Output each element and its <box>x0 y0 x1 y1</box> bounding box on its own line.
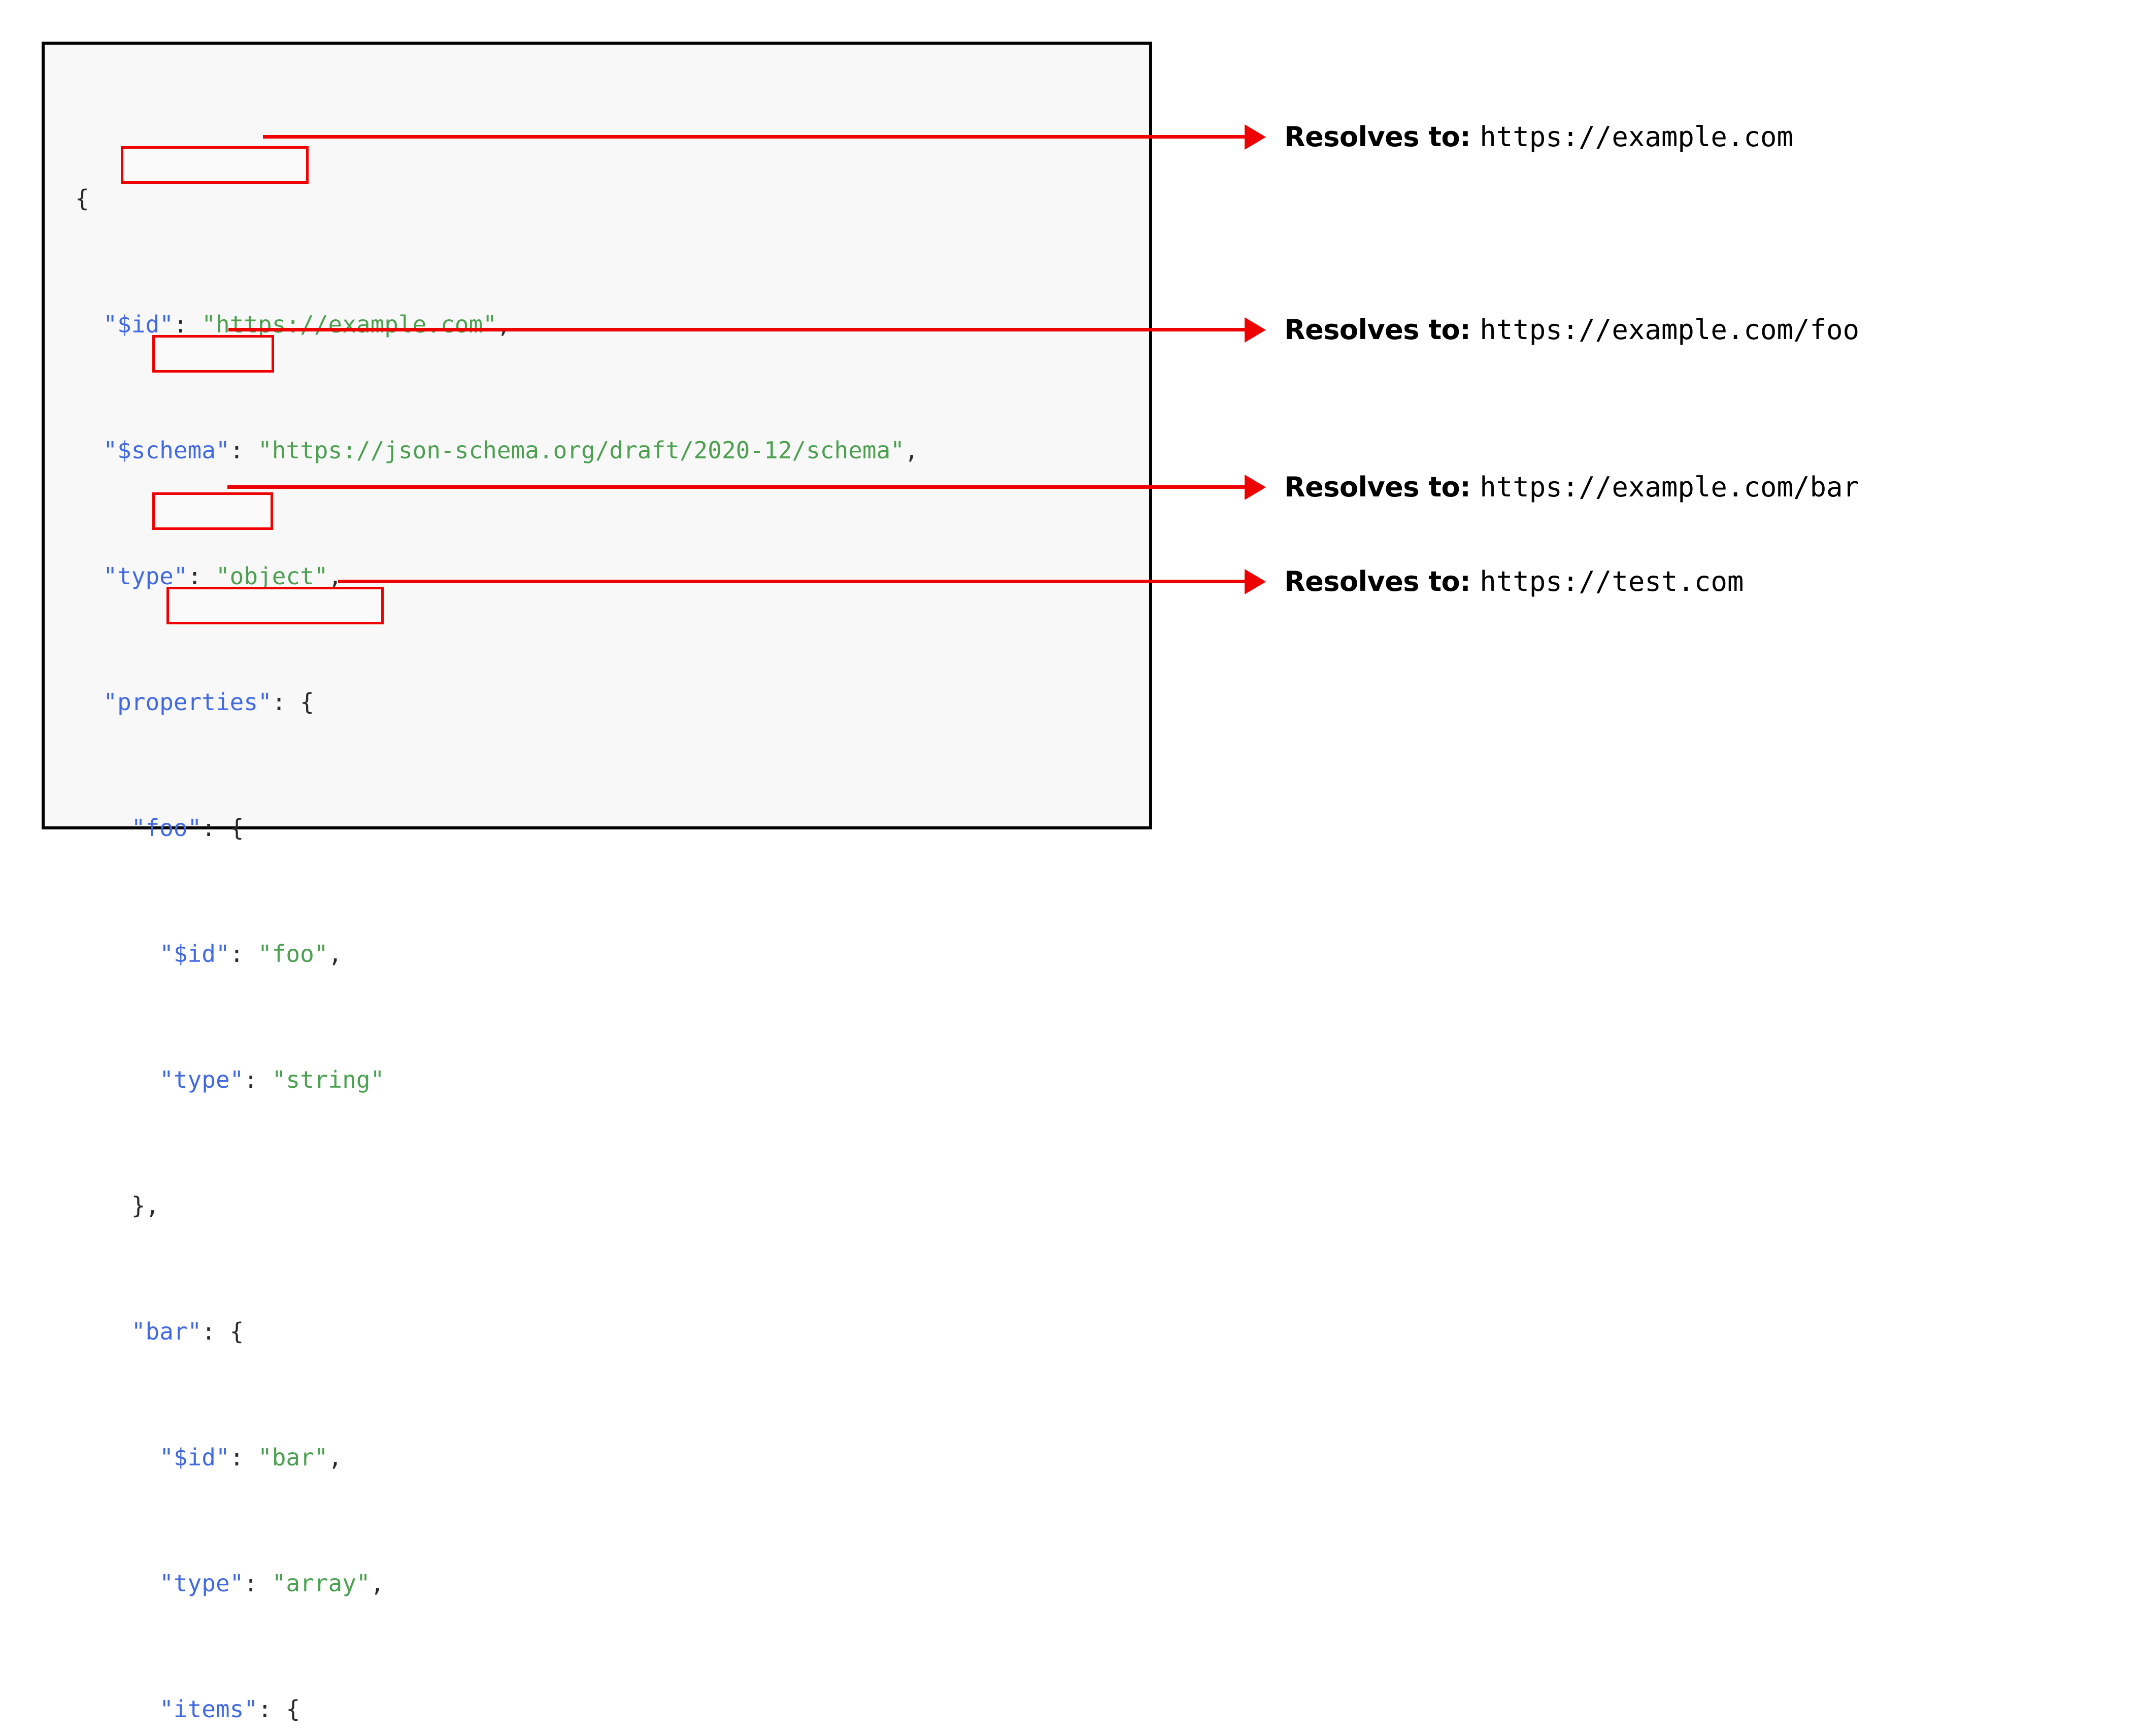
colon: : <box>202 814 230 842</box>
code-line-type-string: "type": "string" <box>75 1064 919 1095</box>
brace-open: { <box>300 688 314 716</box>
json-value: "bar" <box>258 1444 328 1471</box>
resolved-url: https://example.com/foo <box>1480 314 1859 346</box>
connector-line-4 <box>338 580 1245 583</box>
json-value: "https://json-schema.org/draft/2020-12/s… <box>258 437 905 464</box>
json-value: "https://example.com" <box>202 311 497 338</box>
comma: , <box>328 940 343 967</box>
connector-line-2 <box>228 328 1245 331</box>
colon: : <box>229 437 258 464</box>
colon: : <box>244 1066 272 1093</box>
code-line-foo: "foo": { <box>75 812 919 844</box>
resolves-to-label: Resolves to: <box>1284 565 1471 597</box>
comma: , <box>370 1570 385 1597</box>
resolves-to-label: Resolves to: <box>1284 121 1471 153</box>
connector-arrowhead-2 <box>1245 317 1266 343</box>
annotation-resolves-to-3: Resolves to: https://example.com/bar <box>1284 471 1859 503</box>
code-line-schema: "$schema": "https://json-schema.org/draf… <box>75 435 919 466</box>
colon: : <box>187 562 216 590</box>
annotation-resolves-to-4: Resolves to: https://test.com <box>1284 565 1744 597</box>
comma: , <box>496 311 511 338</box>
colon: : <box>229 940 258 967</box>
json-key: "$schema" <box>103 437 230 464</box>
code-line-type-array: "type": "array", <box>75 1567 919 1599</box>
resolved-url: https://test.com <box>1480 565 1744 597</box>
json-key: "bar" <box>131 1318 202 1345</box>
resolves-to-label: Resolves to: <box>1284 471 1471 503</box>
json-key: "properties" <box>103 688 272 716</box>
json-code-panel: { "$id": "https://example.com", "$schema… <box>42 42 1152 1723</box>
colon: : <box>272 688 300 716</box>
annotation-resolves-to-2: Resolves to: https://example.com/foo <box>1284 314 1859 346</box>
colon: : <box>202 1318 230 1345</box>
code-line-id-root: "$id": "https://example.com", <box>75 309 919 340</box>
json-key: "$id" <box>103 311 174 338</box>
code-line-bar: "bar": { <box>75 1316 919 1347</box>
code-line-items: "items": { <box>75 1693 919 1725</box>
resolved-url: https://example.com <box>1480 121 1793 153</box>
colon: : <box>244 1570 272 1597</box>
code-line-id-foo: "$id": "foo", <box>75 938 919 970</box>
json-key: "items" <box>159 1695 258 1723</box>
resolves-to-label: Resolves to: <box>1284 314 1471 346</box>
code-line-properties: "properties": { <box>75 686 919 718</box>
colon: : <box>173 311 202 338</box>
json-key: "foo" <box>131 814 202 842</box>
resolved-url: https://example.com/bar <box>1480 471 1859 503</box>
code-line-close-foo: }, <box>75 1190 919 1221</box>
brace-open: { <box>75 185 89 212</box>
brace-close: }, <box>131 1192 160 1219</box>
connector-line-1 <box>263 135 1245 139</box>
json-value: "array" <box>272 1570 371 1597</box>
colon: : <box>229 1444 258 1471</box>
comma: , <box>328 562 343 590</box>
brace-open: { <box>229 814 244 842</box>
json-key: "type" <box>103 562 188 590</box>
code-line: { <box>75 183 919 214</box>
connector-arrowhead-4 <box>1245 569 1266 594</box>
connector-arrowhead-1 <box>1245 124 1266 150</box>
json-key: "$id" <box>159 1444 230 1471</box>
code-line-id-bar: "$id": "bar", <box>75 1442 919 1473</box>
brace-open: { <box>229 1318 244 1345</box>
comma: , <box>904 437 919 464</box>
json-value: "object" <box>215 562 328 590</box>
brace-open: { <box>286 1695 300 1723</box>
json-key: "type" <box>159 1570 244 1597</box>
code-line-type-object: "type": "object", <box>75 560 919 592</box>
json-value: "foo" <box>258 940 328 967</box>
json-key: "$id" <box>159 940 230 967</box>
colon: : <box>258 1695 286 1723</box>
comma: , <box>328 1444 343 1471</box>
json-key: "type" <box>159 1066 244 1093</box>
json-code-block: { "$id": "https://example.com", "$schema… <box>75 88 919 1736</box>
connector-arrowhead-3 <box>1245 475 1266 500</box>
connector-line-3 <box>227 485 1245 489</box>
json-value: "string" <box>272 1066 385 1093</box>
annotation-resolves-to-1: Resolves to: https://example.com <box>1284 121 1793 153</box>
